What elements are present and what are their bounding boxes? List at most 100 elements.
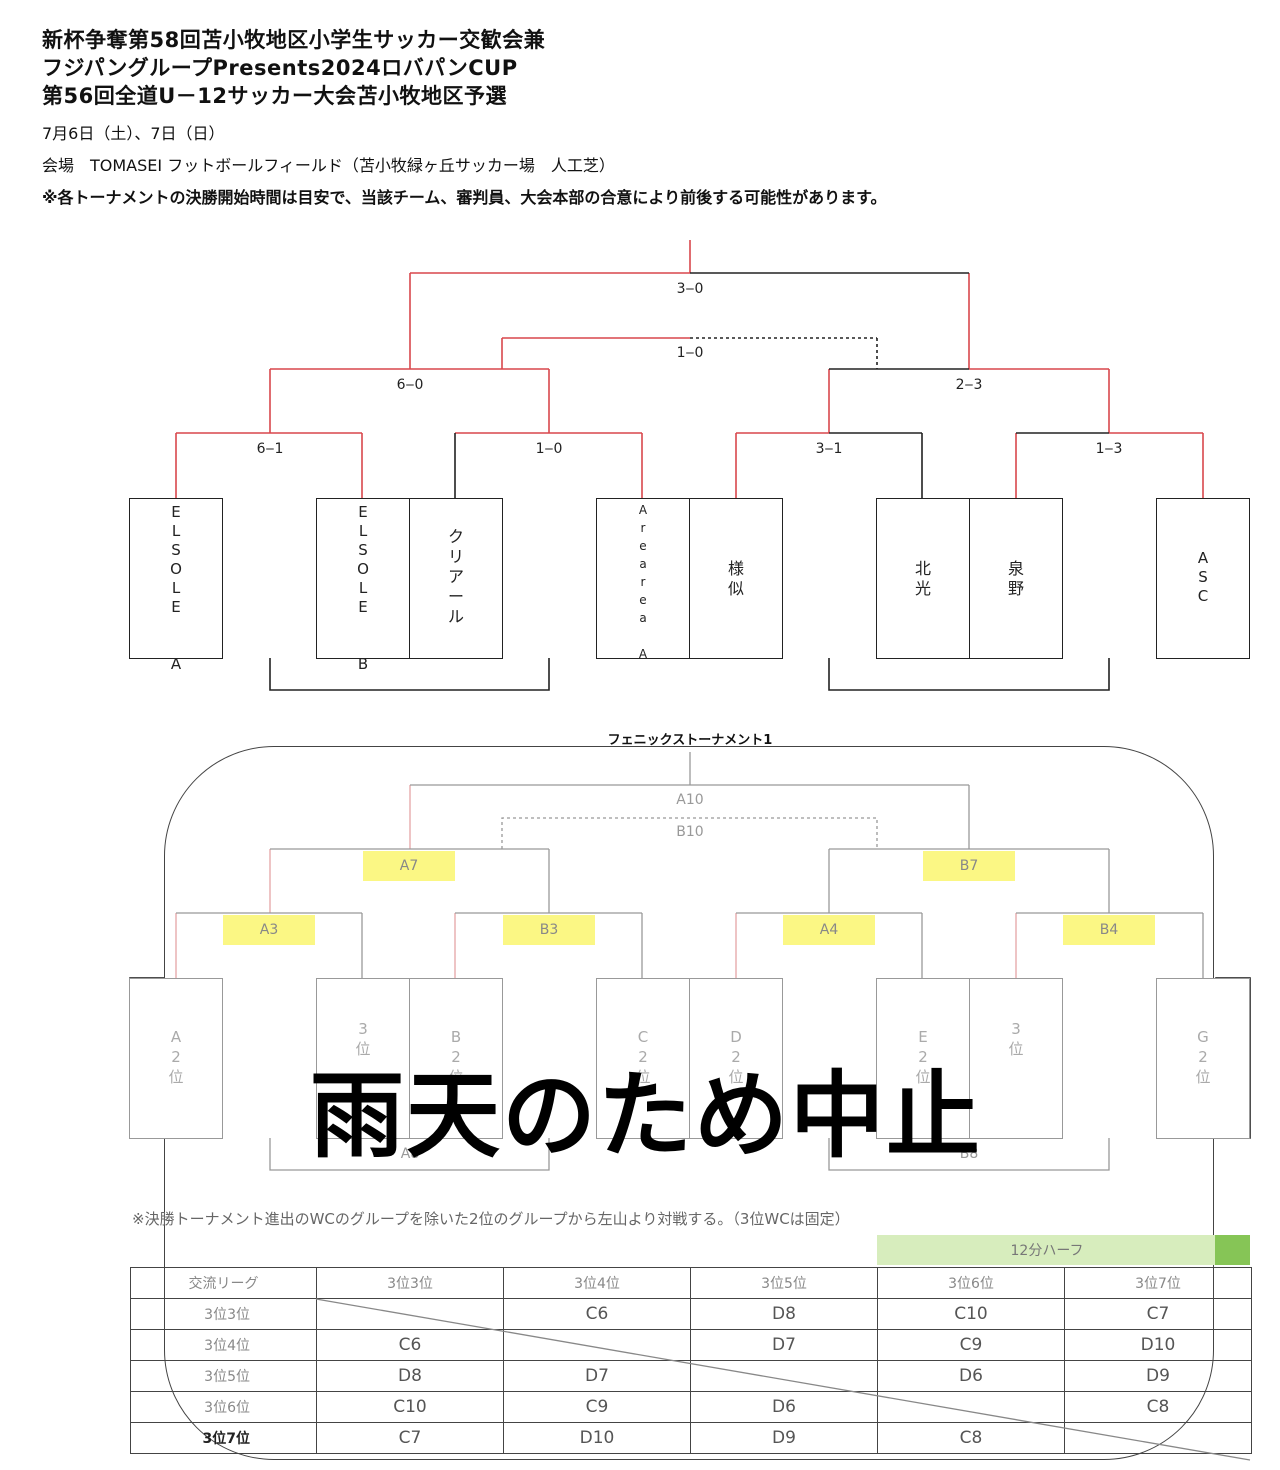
league-corner: 交流リーグ [130, 1267, 317, 1299]
team-name: 北光 [914, 559, 931, 598]
half-length-bar-accent [1215, 1235, 1250, 1265]
row-header: 3位6位 [130, 1391, 317, 1423]
phoenix-r1-label-a4: A4 [783, 915, 875, 945]
col-header: 3位4位 [503, 1267, 691, 1299]
table-header-row: 交流リーグ 3位3位 3位4位 3位5位 3位6位 3位7位 [130, 1267, 1252, 1299]
score-semi-right: 2‒3 [955, 377, 983, 393]
team-name: クリアール [447, 527, 464, 626]
phoenix-consolation-a8: A8 [400, 1146, 420, 1162]
col-header: 3位6位 [877, 1267, 1065, 1299]
table-row: 3位4位 C6 D7 C9 D10 [130, 1329, 1252, 1361]
row-header: 3位5位 [130, 1360, 317, 1392]
table-cell: C10 [316, 1391, 504, 1423]
table-cell: D10 [1064, 1329, 1252, 1361]
title-line-2: フジパングループPresents2024ロバパンCUP [42, 56, 518, 80]
row-header: 3位4位 [130, 1329, 317, 1361]
table-cell: D7 [690, 1329, 878, 1361]
col-header: 3位5位 [690, 1267, 878, 1299]
score-r1-left-outer: 6‒1 [256, 441, 284, 457]
team-clear: クリアール [409, 498, 503, 659]
table-row: 3位7位 C7 D10 D9 C8 [130, 1422, 1252, 1454]
table-cell: D6 [690, 1391, 878, 1423]
phoenix-r1-label-a3: A3 [223, 915, 315, 945]
table-row: 3位6位 C10 C9 D6 C8 [130, 1391, 1252, 1423]
cancel-overlay: 雨天のため中止 [310, 1062, 983, 1171]
row-header: 3位7位 [130, 1422, 317, 1454]
table-cell: C7 [1064, 1298, 1252, 1330]
phoenix-semi-label-a7: A7 [363, 851, 455, 881]
team-samani: 様似 [689, 498, 783, 659]
table-cell [1064, 1422, 1252, 1454]
table-cell: D8 [690, 1298, 878, 1330]
phoenix-r1-label-b3: B3 [503, 915, 595, 945]
table-cell: C8 [877, 1422, 1065, 1454]
event-dates: 7月6日（土）、7日（日） [42, 124, 225, 143]
table-cell: C6 [316, 1329, 504, 1361]
row-header: 3位3位 [130, 1298, 317, 1330]
title-line-1: 新杯争奪第58回苫小牧地区小学生サッカー交歓会兼 [42, 28, 546, 52]
table-cell: C9 [503, 1391, 691, 1423]
score-semi-left: 6‒0 [396, 377, 424, 393]
phoenix-third-label: B10 [676, 824, 704, 840]
title-line-3: 第56回全道U－12サッカー大会苫小牧地区予選 [42, 84, 507, 108]
table-row: 3位5位 D8 D7 D6 D9 [130, 1360, 1252, 1392]
score-r1-right-outer: 1‒3 [1095, 441, 1123, 457]
table-cell: C8 [1064, 1391, 1252, 1423]
team-izumino: 泉野 [969, 498, 1063, 659]
team-name: 泉野 [1007, 559, 1024, 598]
half-length-bar: 12分ハーフ [877, 1235, 1217, 1265]
table-cell: D6 [877, 1360, 1065, 1392]
table-cell: D9 [1064, 1360, 1252, 1392]
table-cell [503, 1329, 691, 1361]
score-r1-right-inner: 3‒1 [815, 441, 843, 457]
table-cell: C7 [316, 1422, 504, 1454]
table-cell: D8 [316, 1360, 504, 1392]
schedule-notice: ※各トーナメントの決勝開始時間は目安で、当該チーム、審判員、大会本部の合意により… [42, 188, 887, 207]
team-name: 様似 [727, 559, 744, 598]
phoenix-consolation-b8: B8 [959, 1146, 979, 1162]
venue: 会場 TOMASEI フットボールフィールド（苫小牧緑ヶ丘サッカー場 人工芝） [42, 156, 615, 175]
score-final: 3‒0 [676, 281, 704, 297]
score-r1-left-inner: 1‒0 [535, 441, 563, 457]
phoenix-final-label: A10 [676, 792, 704, 808]
table-cell: D10 [503, 1422, 691, 1454]
table-cell [316, 1298, 504, 1330]
league-table: 交流リーグ 3位3位 3位4位 3位5位 3位6位 3位7位 3位3位 C6 D… [130, 1267, 1252, 1454]
footnote: ※決勝トーナメント進出のWCのグループを除いた2位のグループから左山より対戦する… [132, 1210, 850, 1228]
phoenix-semi-label-b7: B7 [923, 851, 1015, 881]
phoenix-title: フェニックストーナメント1 [607, 733, 773, 748]
table-cell: D7 [503, 1360, 691, 1392]
table-row: 3位3位 C6 D8 C10 C7 [130, 1298, 1252, 1330]
table-cell: C10 [877, 1298, 1065, 1330]
table-cell [877, 1391, 1065, 1423]
col-header: 3位3位 [316, 1267, 504, 1299]
team-hokko: 北光 [876, 498, 970, 659]
phoenix-r1-label-b4: B4 [1063, 915, 1155, 945]
table-cell: C9 [877, 1329, 1065, 1361]
col-header: 3位7位 [1064, 1267, 1252, 1299]
